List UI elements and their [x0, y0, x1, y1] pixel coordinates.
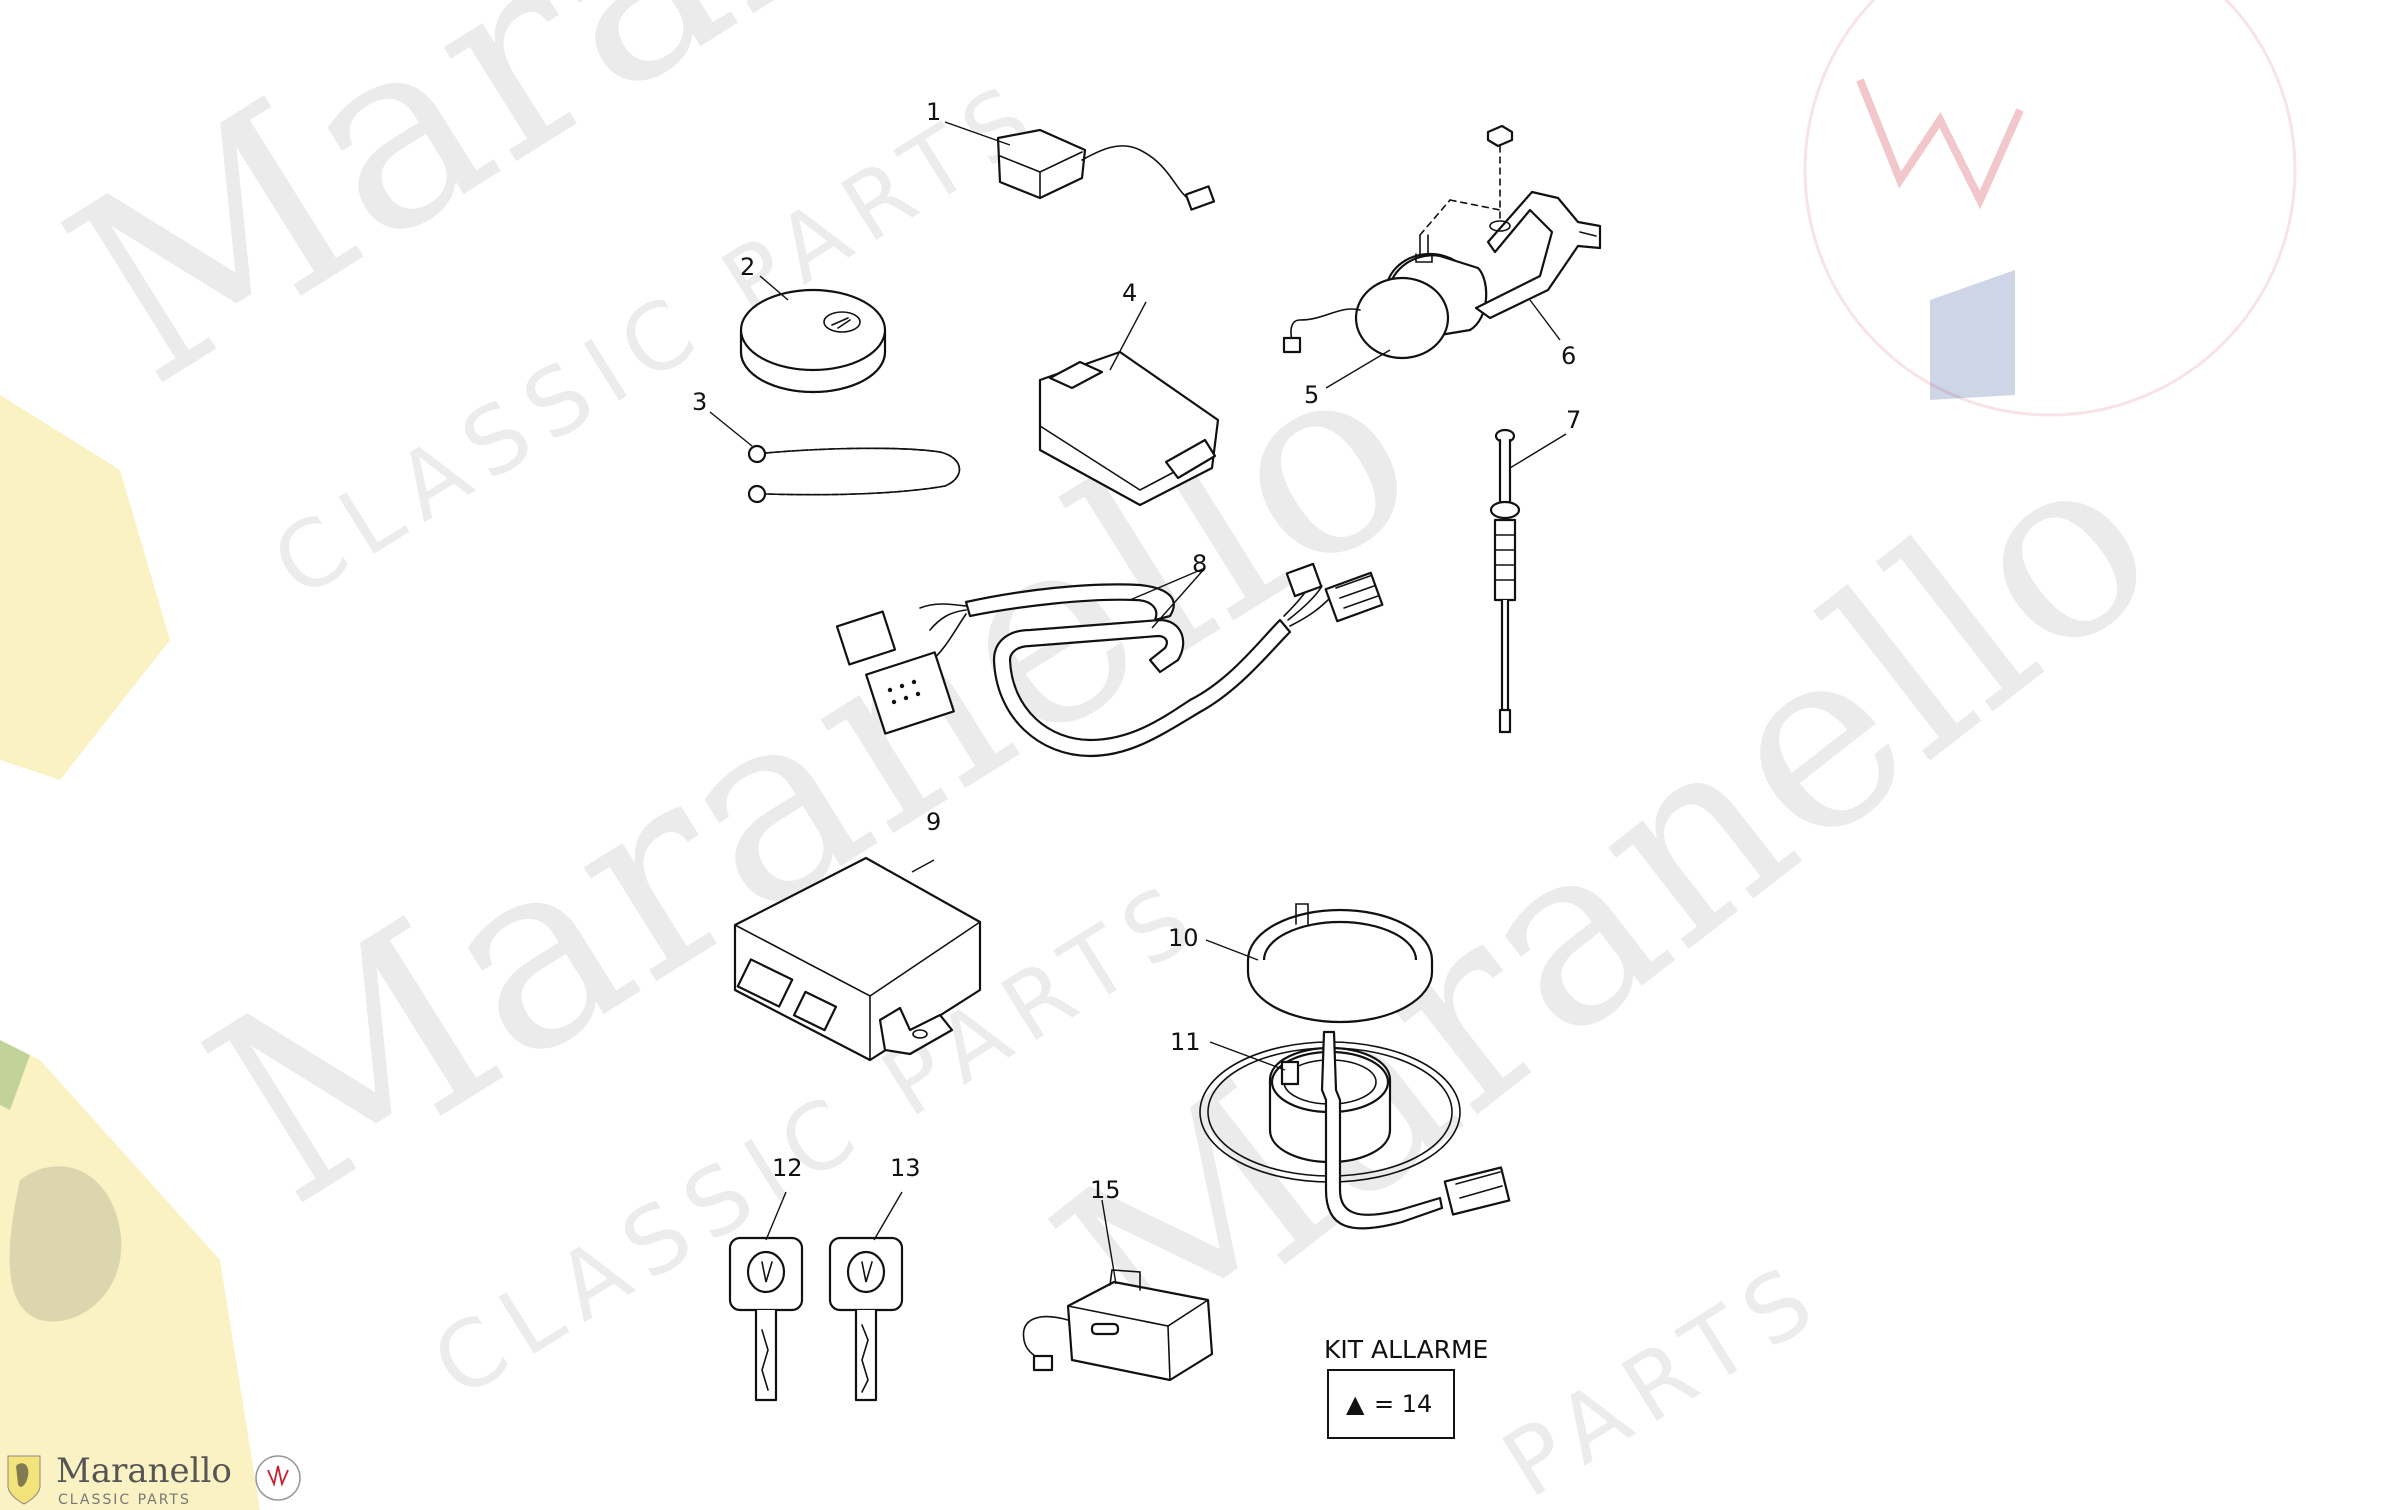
callout-4: 4	[1122, 279, 1137, 307]
kit-value: = 14	[1374, 1390, 1432, 1418]
part-4-control-box[interactable]	[1038, 350, 1220, 507]
ferrari-shield-icon	[0, 395, 170, 780]
part-13-key[interactable]	[828, 1236, 904, 1402]
part-15-sensor-box[interactable]	[1022, 1269, 1214, 1382]
callout-9: 9	[926, 808, 941, 836]
callout-8: 8	[1192, 550, 1207, 578]
ferrari-shield-icon	[0, 1040, 260, 1510]
part-10-ring[interactable]	[1246, 903, 1434, 1024]
part-9-control-unit[interactable]	[733, 856, 982, 1062]
part-1-module[interactable]	[996, 128, 1216, 211]
callout-1: 1	[926, 98, 941, 126]
kit-triangle-icon: ▲	[1346, 1390, 1365, 1418]
logo-subtext: CLASSIC PARTS	[58, 1492, 191, 1508]
leader-lines	[709, 121, 1567, 1285]
callout-13: 13	[890, 1154, 921, 1182]
part-8-harness[interactable]	[835, 562, 1384, 758]
callout-3: 3	[692, 388, 707, 416]
watermark-tagline-short: PARTS	[1485, 1240, 1842, 1510]
part-12-key[interactable]	[728, 1236, 804, 1402]
callout-2: 2	[740, 253, 755, 281]
callout-7: 7	[1566, 406, 1581, 434]
callout-10: 10	[1168, 924, 1199, 952]
part-11-antenna[interactable]	[1199, 1030, 1511, 1230]
callout-6: 6	[1561, 342, 1576, 370]
callout-5: 5	[1304, 381, 1319, 409]
callout-numbers: 1 2 3 4 5 6 7 8 9 10 11 12 13 15	[692, 98, 1581, 1204]
watermark-layer: Maranello CLASSIC PARTS Maranello CLASSI…	[0, 0, 2297, 1510]
logo-text: Maranello	[56, 1451, 232, 1491]
kit-legend: KIT ALLARME ▲ = 14	[1324, 1335, 1488, 1439]
part-3-chain[interactable]	[747, 444, 961, 504]
part-5-siren[interactable]	[1282, 234, 1488, 360]
kit-box	[1327, 1369, 1455, 1439]
part-7-sensor[interactable]	[1489, 428, 1521, 734]
part-6-bracket[interactable]	[1419, 124, 1602, 320]
kit-title: KIT ALLARME	[1324, 1335, 1488, 1364]
callout-12: 12	[772, 1154, 803, 1182]
part-2-badge[interactable]	[739, 288, 887, 394]
maserati-seal-icon	[1803, 0, 2297, 417]
maranello-logo: Maranello CLASSIC PARTS	[7, 1451, 301, 1508]
callout-15: 15	[1090, 1176, 1121, 1204]
callout-11: 11	[1170, 1028, 1201, 1056]
maserati-seal-icon	[255, 1455, 301, 1501]
